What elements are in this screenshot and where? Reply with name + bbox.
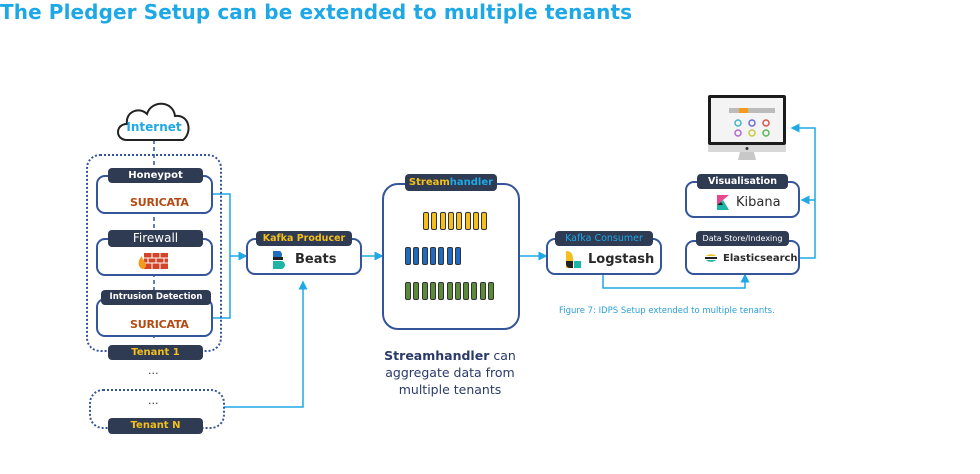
kibana-product: Kibana [716,194,781,211]
consumer-to-elasticsearch [602,273,750,289]
queue-message-bar [429,282,436,300]
elasticsearch-product: Elasticsearch [705,252,798,264]
logstash-label: Logstash [588,252,655,267]
note-line2: aggregate data from [385,365,515,380]
more-tenants-ellipsis: ... [148,364,159,377]
queue-message-bar [421,282,428,300]
intrusion-detection-label: Intrusion Detection [101,290,211,305]
note-line3: multiple tenants [398,382,502,397]
queue-message-bar [405,247,411,265]
queue-message-bar [471,282,478,300]
queue-message-bar [413,282,420,300]
kibana-label: Kibana [736,195,781,210]
queue-message-bar [463,282,470,300]
elasticsearch-to-kibana [800,195,816,259]
queue-message-bar [447,212,454,230]
queue-message-bar [446,282,453,300]
queue-message-bar [464,212,471,230]
queue-message-bar [438,247,445,265]
kafka-consumer-label: Kafka Consumer [555,231,653,246]
beats-label: Beats [295,252,337,267]
queue-message-bar [481,212,488,230]
ids-to-producer [213,256,231,319]
kibana-logo-icon [717,195,729,210]
suricata-logo-icon: SURICATA [130,318,189,331]
note-bold: Streamhandler [384,348,490,363]
queue-message-bar [446,247,453,265]
queue-message-bar [438,282,445,300]
queue-message-bar [454,247,461,265]
queue-message-bar [454,282,461,300]
logstash-logo-icon [566,251,581,268]
streamhandler-label-part1: Stream [408,177,450,188]
internet-label: Internet [126,120,182,134]
queue-message-bar [423,212,429,230]
kibana-to-monitor [790,123,816,200]
elasticsearch-label: Elasticsearch [723,252,798,264]
queue-message-bar [472,212,479,230]
data-store-label: Data Store/Indexing [696,231,789,246]
queue-message-bar [421,247,428,265]
queue-message-bar [479,282,486,300]
tenantn-to-producer [224,280,308,408]
queue-message-bar [431,212,438,230]
streamhandler-label-part2: handler [449,177,494,188]
cloud-icon [117,102,190,141]
suricata-logo-icon: SURICATA [130,196,189,209]
firewall-brick-icon [138,253,168,269]
streamhandler-note: Streamhandler can aggregate data from mu… [355,347,545,398]
queue-message-bar [413,247,420,265]
honeypot-label: Honeypot [108,168,203,183]
logstash-product: Logstash [565,250,654,269]
visualisation-label: Visualisation [697,174,788,189]
note-rest1: can [489,348,516,363]
figure-caption: Figure 7: IDPS Setup extended to multipl… [559,306,775,316]
elasticsearch-logo-icon [705,254,717,262]
queue-message-bar [439,212,446,230]
kafka-producer-label: Kafka Producer [256,231,352,246]
beats-logo-icon [273,251,285,269]
firewall-label: Firewall [108,230,203,247]
diagram-title: The Pledger Setup can be extended to mul… [0,0,633,24]
tenant-n-label: Tenant N [108,418,203,434]
tenant-n-ellipsis: ... [148,394,159,407]
queue-message-bar [456,212,463,230]
monitor-dashboard-icon [708,95,786,160]
queue-message-bar [429,247,436,265]
tenant-1-label: Tenant 1 [108,345,203,360]
queue-message-bar [405,282,411,300]
streamhandler-label: Streamhandler [405,174,497,191]
beats-product: Beats [272,250,336,269]
queue-message-bar [488,282,494,300]
